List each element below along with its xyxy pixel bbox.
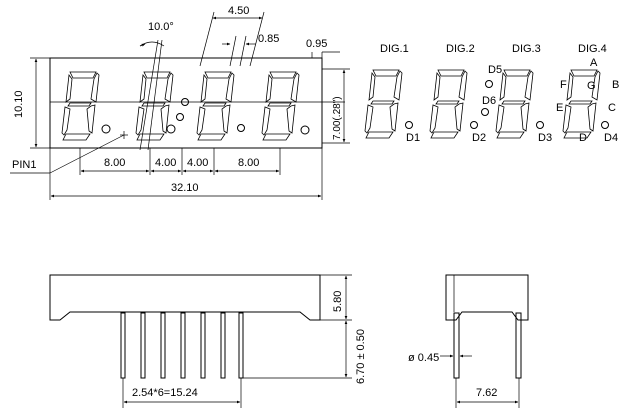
end-body (445, 274, 529, 321)
digit-1 (61, 71, 100, 141)
seg-label-d3: D3 (538, 132, 552, 144)
seg-label-d2: D2 (472, 132, 486, 144)
side-pins (120, 312, 244, 379)
dp-3 (237, 124, 245, 132)
pin-diameter-dim: ø 0.45 (408, 352, 439, 364)
end-view: ø 0.45 7.62 (408, 274, 529, 408)
schematic-digit-2 (429, 69, 468, 139)
spacing-dim-4: 8.00 (238, 157, 259, 169)
dig-label-1: DIG.1 (380, 43, 409, 55)
side-body (49, 274, 321, 321)
dig-label-2: DIG.2 (446, 43, 475, 55)
side-view: 5.80 6.70 ± 0.50 2.54*6=15.24 (49, 274, 367, 408)
dp-1 (101, 124, 111, 134)
seg-label-d5: D5 (488, 64, 502, 76)
seg-label-a: A (590, 57, 598, 69)
height-dim: 10.10 (13, 90, 25, 118)
spacing-dim-3: 4.00 (187, 157, 208, 169)
pin-pitch-dim: 2.54*6=15.24 (132, 387, 198, 399)
seg-label-b: B (612, 79, 619, 91)
seg-label-d: D (579, 132, 587, 144)
digit-4 (261, 71, 300, 141)
end-pin-right (515, 312, 522, 379)
pin-length-dim: 6.70 ± 0.50 (355, 329, 367, 384)
dig-label-4: DIG.4 (578, 43, 607, 55)
dp-colon-top (181, 98, 189, 106)
end-pin-left (453, 312, 460, 379)
schematic: DIG.1 DIG.2 DIG.3 DIG.4 D1 D2 D3 D4 D5 D… (364, 43, 619, 144)
pin1-label: PIN1 (12, 159, 36, 171)
schematic-digit-3 (495, 69, 534, 139)
dp-size-dim: 0.95 (306, 38, 327, 50)
seg-label-d6: D6 (482, 95, 496, 107)
seg-label-g: G (587, 80, 596, 92)
seg-label-e: E (556, 102, 563, 114)
front-view: PIN1 10.10 7.00(.28") 0.95 4.50 0.85 10.… (10, 5, 350, 200)
digit-3 (196, 71, 235, 141)
segment-width-dim: 0.85 (258, 33, 279, 45)
dp-4 (300, 125, 310, 135)
seg-label-d4: D4 (604, 132, 618, 144)
front-body (49, 57, 323, 149)
body-height-dim: 5.80 (332, 291, 344, 312)
spacing-dim-2: 4.00 (155, 157, 176, 169)
digit-pitch-dim: 4.50 (228, 5, 249, 17)
total-width-dim: 32.10 (171, 182, 199, 194)
dp-2 (166, 124, 176, 134)
row-spacing-dim: 7.62 (476, 387, 497, 399)
seg-label-d1: D1 (406, 132, 420, 144)
schematic-digit-1 (364, 69, 403, 139)
dig-label-3: DIG.3 (512, 43, 541, 55)
spacing-dim-1: 8.00 (104, 157, 125, 169)
seg-label-f: F (560, 79, 567, 91)
angle-dim: 10.0° (148, 21, 174, 33)
seg-label-c: C (608, 102, 616, 114)
dp-colon-bottom (176, 113, 184, 121)
digit-height-dim: 7.00(.28") (332, 96, 343, 140)
